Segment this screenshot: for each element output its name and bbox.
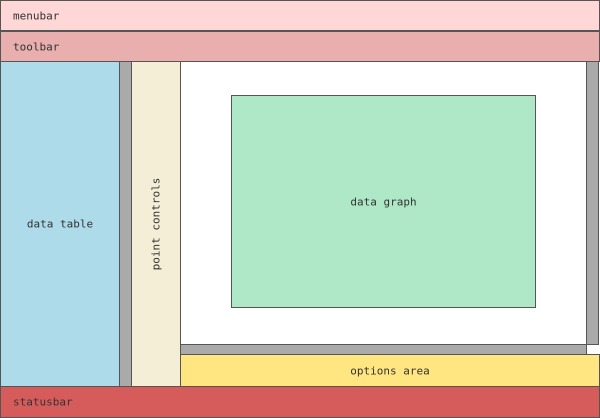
options-area-region: options area (180, 354, 600, 387)
data-table-region: data table (0, 61, 120, 387)
toolbar-label: toolbar (13, 40, 60, 53)
menubar-label: menubar (13, 9, 60, 22)
point-controls-region: point controls (131, 61, 181, 387)
data-table-label: data table (26, 217, 94, 231)
toolbar-region: toolbar (0, 31, 600, 62)
data-graph-region: data graph (231, 95, 536, 308)
menubar-region: menubar (0, 0, 600, 31)
statusbar-label: statusbar (13, 395, 73, 409)
vertical-scrollbar[interactable] (586, 61, 599, 345)
data-graph-label: data graph (350, 195, 417, 208)
point-controls-label: point controls (149, 177, 163, 271)
options-area-label: options area (350, 364, 430, 377)
statusbar-region: statusbar (0, 386, 600, 418)
